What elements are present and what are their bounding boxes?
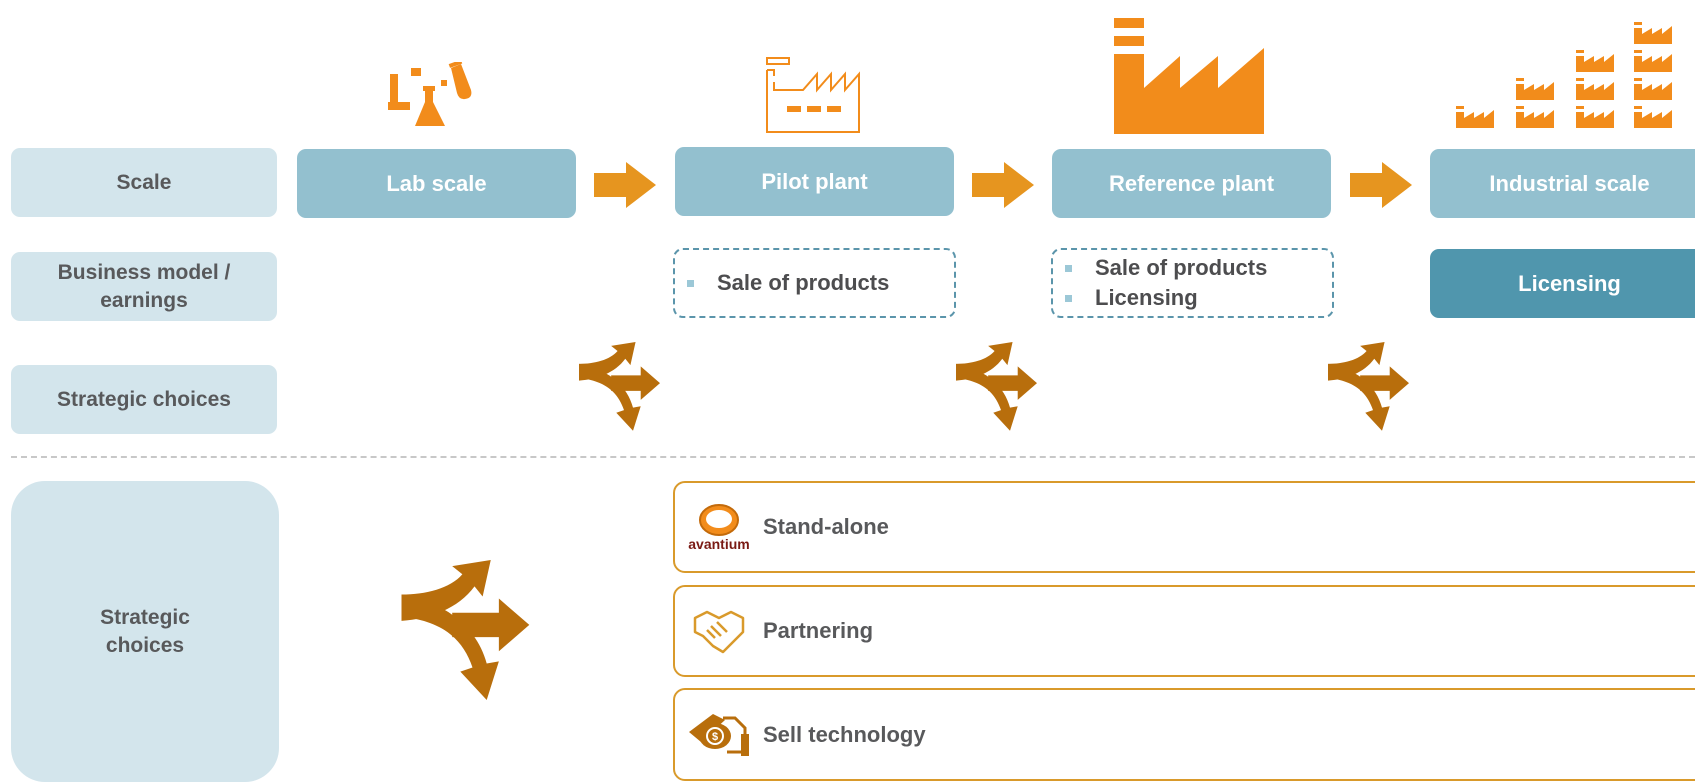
choice-sell-technology: $ Sell technology (673, 688, 1695, 781)
bullet-item: Sale of products (687, 268, 954, 298)
bullet-square (1065, 264, 1072, 272)
avantium-logo-text: avantium (688, 535, 750, 552)
business-model-pilot: Sale of products (673, 248, 956, 318)
business-model-reference: Sale of products Licensing (1051, 248, 1334, 318)
stage-label: Industrial scale (1489, 170, 1650, 196)
business-model-industrial: Licensing (1430, 249, 1695, 318)
row-label-strategic-choices-text: Strategic choices (57, 387, 231, 411)
stage-arrow-right-icon (1350, 162, 1412, 208)
large-split-arrows-icon (400, 560, 545, 702)
section-separator (11, 456, 1695, 458)
stage-label: Pilot plant (761, 168, 868, 194)
svg-text:$: $ (712, 731, 718, 743)
factory-icon (1114, 18, 1270, 134)
row-label-scale: Scale (11, 148, 277, 217)
bullet-square (1065, 294, 1072, 302)
stage-industrial-scale: Industrial scale (1430, 149, 1695, 218)
bullet-text: Licensing (1095, 285, 1198, 310)
row-label-business-model: Business model / earnings (11, 252, 277, 321)
handshake-icon (675, 591, 763, 671)
bullet-item: Sale of products (1065, 253, 1332, 283)
business-model-industrial-text: Licensing (1518, 270, 1621, 296)
row-label-strategic-choices-bottom: Strategic choices (11, 481, 279, 782)
row-label-strategic-choices: Strategic choices (11, 365, 277, 434)
stage-label: Reference plant (1108, 170, 1275, 196)
bullet-text: Sale of products (717, 270, 890, 295)
bullet-text: Sale of products (1095, 255, 1268, 280)
choice-label: Sell technology (763, 721, 926, 747)
row-label-strategic-choices-bottom-text: Strategic choices (100, 606, 190, 657)
avantium-logo: avantium (675, 487, 763, 567)
choice-partnering: Partnering (673, 585, 1695, 677)
stage-label: Lab scale (386, 170, 487, 196)
stage-reference-plant: Reference plant (1052, 149, 1331, 218)
lab-flask-icon (385, 62, 485, 134)
stage-lab-scale: Lab scale (297, 149, 576, 218)
stage-pilot-plant: Pilot plant (675, 147, 954, 216)
choice-label: Stand-alone (763, 514, 889, 539)
row-label-business-model-text: Business model / earnings (57, 261, 231, 312)
industrial-factories-icon (1454, 6, 1695, 136)
bullet-item: Licensing (1065, 283, 1332, 313)
split-arrows-icon (578, 342, 670, 432)
choice-label: Partnering (763, 618, 874, 643)
split-arrows-icon (955, 342, 1047, 432)
split-arrows-icon (1327, 342, 1419, 432)
bullet-square (687, 279, 694, 287)
stage-arrow-right-icon (972, 162, 1034, 208)
pilot-plant-icon (765, 56, 861, 134)
money-hand-icon: $ (675, 695, 763, 775)
stage-arrow-right-icon (594, 162, 656, 208)
choice-stand-alone: avantium Stand-alone (673, 481, 1695, 573)
row-label-scale-text: Scale (116, 170, 172, 194)
